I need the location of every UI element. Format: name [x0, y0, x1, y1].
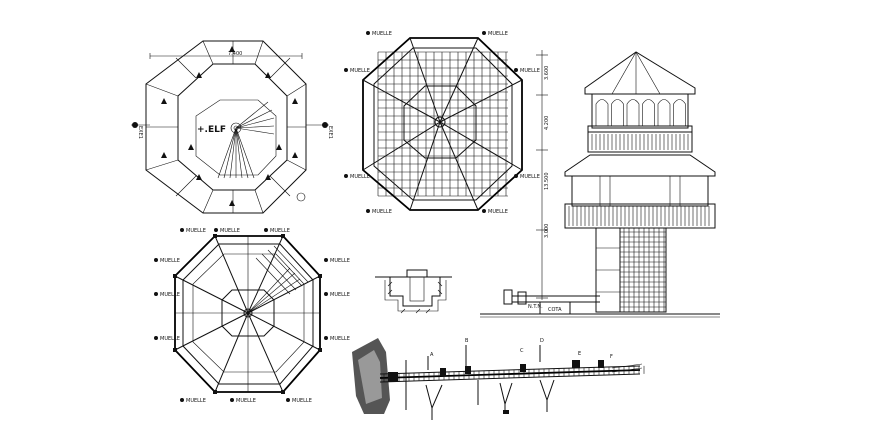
svg-text:MUELLE: MUELLE [186, 398, 206, 404]
grid-tag-center: MUELLE [366, 209, 392, 215]
svg-text:MUELLE: MUELLE [292, 398, 312, 404]
svg-text:MUELLE: MUELLE [520, 174, 540, 180]
footing-detail [375, 269, 452, 314]
grid-tag-center: MUELLE [344, 68, 370, 74]
grid-tag-center: MUELLE [366, 31, 392, 37]
grid-tag-bottom: MUELLE [230, 398, 256, 404]
ground-label: COTA [548, 307, 562, 313]
level-dim-4: 3.000 [544, 224, 550, 238]
svg-text:MUELLE: MUELLE [160, 258, 180, 264]
grid-tag-center: MUELLE [514, 174, 540, 180]
foundation-section [352, 338, 645, 420]
level-dim-3: 13.500 [544, 173, 550, 191]
grid-tag-bottom: MUELLE [214, 228, 240, 234]
grid-tag-bottom: MUELLE [180, 228, 206, 234]
grid-tag-center: MUELLE [482, 209, 508, 215]
svg-text:MUELLE: MUELLE [160, 336, 180, 342]
section-mark-label: A [430, 352, 434, 358]
sheet-mark-right-label: EXE1 [327, 126, 333, 139]
section-mark-left: EXE1 [131, 122, 150, 139]
grid-tag-bottom: MUELLE [324, 292, 350, 298]
grid-tag-bottom: MUELLE [324, 336, 350, 342]
section-marks: A B C D E F [430, 338, 613, 360]
svg-text:MUELLE: MUELLE [236, 398, 256, 404]
svg-text:MUELLE: MUELLE [186, 228, 206, 234]
plan-bottom-left [173, 234, 322, 394]
svg-text:MUELLE: MUELLE [330, 292, 350, 298]
svg-text:MUELLE: MUELLE [350, 174, 370, 180]
section-mark-right: EXE1 [306, 122, 333, 139]
level-dim-1: 3.600 [544, 66, 550, 80]
plan-top-center [362, 37, 523, 211]
section-mark-label: B [465, 338, 469, 344]
svg-text:MUELLE: MUELLE [372, 209, 392, 215]
section-mark-label: C [520, 348, 524, 354]
center-elevation-label: +.ELF [197, 125, 226, 135]
sheet-mark-left-label: EXE1 [137, 126, 143, 139]
svg-text:MUELLE: MUELLE [488, 209, 508, 215]
grid-tag-bottom: MUELLE [324, 258, 350, 264]
grid-tag-bottom: MUELLE [286, 398, 312, 404]
svg-text:MUELLE: MUELLE [488, 31, 508, 37]
grid-tag-center: MUELLE [482, 31, 508, 37]
grid-tag-bottom: MUELLE [154, 336, 180, 342]
section-mark-label: F [610, 354, 613, 360]
grid-tags-bottom-plan: MUELLE MUELLE MUELLE MUELLE MUELLE MUELLE MUEL… [154, 228, 350, 404]
grid-tag-bottom: MUELLE [180, 398, 206, 404]
top-dimension-label: 7.400 [228, 51, 242, 57]
svg-text:MUELLE: MUELLE [330, 336, 350, 342]
svg-text:MUELLE: MUELLE [520, 68, 540, 74]
tower-elevation: 3.600 4.200 13.500 3.000 [480, 50, 720, 318]
svg-text:MUELLE: MUELLE [160, 292, 180, 298]
svg-text:MUELLE: MUELLE [220, 228, 240, 234]
svg-text:MUELLE: MUELLE [330, 258, 350, 264]
grid-tag-center: MUELLE [514, 68, 540, 74]
svg-text:MUELLE: MUELLE [350, 68, 370, 74]
plan-top-left: 7.400 EXE1 EXE1 +.ELF [131, 40, 333, 214]
ground-label-2: N.T.N. [528, 304, 543, 310]
grid-tag-bottom: MUELLE [264, 228, 290, 234]
grid-tag-bottom: MUELLE [154, 292, 180, 298]
section-mark-label: E [578, 351, 581, 357]
level-dim-2: 4.200 [544, 116, 550, 130]
svg-text:MUELLE: MUELLE [270, 228, 290, 234]
grid-tag-center: MUELLE [344, 174, 370, 180]
grid-tag-bottom: MUELLE [154, 258, 180, 264]
grid-tags-center-plan: MUELLE MUELLE MUELLE MUELLE MUELLE MUELLE MUEL… [344, 31, 540, 215]
svg-text:MUELLE: MUELLE [372, 31, 392, 37]
section-mark-label: D [540, 338, 544, 344]
